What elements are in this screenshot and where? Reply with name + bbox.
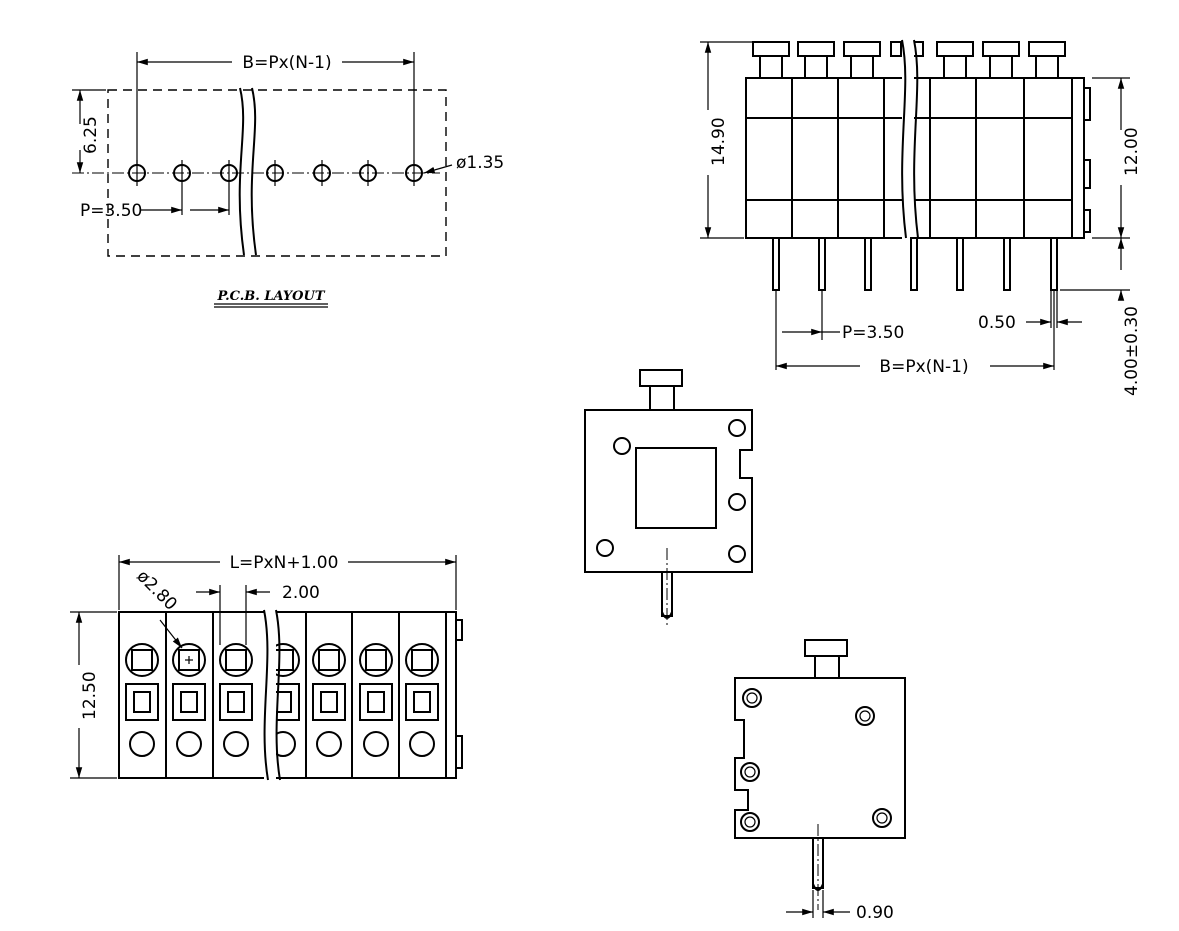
pcb-break-line — [250, 87, 257, 256]
side-pin-width-label: 0.90 — [856, 903, 894, 923]
front-view: 14.90 12.00 4.00±0.30 P=3.50 0.50 B=Px(N… — [700, 39, 1142, 396]
pcb-break-line — [238, 87, 245, 256]
front-body-height-label: 12.00 — [1122, 127, 1142, 176]
front-height-label: 14.90 — [709, 117, 729, 166]
top-hole-dia-label: ø2.80 — [132, 566, 180, 614]
front-pitch-label: P=3.50 — [842, 323, 904, 343]
top-length-label: L=PxN+1.00 — [230, 553, 339, 573]
side-view-upper — [584, 369, 753, 628]
top-view: L=PxN+1.00 ø2.80 2.00 12.50 — [70, 553, 463, 782]
front-pitch-span-label: B=Px(N-1) — [879, 357, 968, 377]
side-view-lower: 0.90 — [734, 639, 906, 923]
pcb-row-offset-label: 6.25 — [81, 116, 101, 154]
side-lower-body — [734, 677, 906, 839]
pcb-layout-view: B=Px(N-1) 6.25 ø1.35 P=3.50 P.C.B. LAYOU… — [72, 52, 504, 308]
front-pin-width-label: 0.50 — [978, 313, 1016, 333]
top-wire-holes — [125, 643, 439, 677]
pcb-pitch-label: P=3.50 — [80, 201, 142, 221]
side-upper-window — [635, 447, 717, 529]
pcb-layout-title: P.C.B. LAYOUT — [216, 289, 325, 304]
top-release-slots — [125, 683, 439, 721]
front-pin-length-label: 4.00±0.30 — [1122, 306, 1142, 396]
pcb-pitch-span-label: B=Px(N-1) — [242, 53, 331, 73]
side-upper-body — [584, 409, 753, 573]
front-pins — [772, 237, 1058, 291]
pcb-hole-dia-label: ø1.35 — [456, 153, 504, 173]
top-test-holes — [129, 731, 435, 757]
pcb-outline — [107, 89, 447, 257]
top-depth-label: 12.50 — [80, 671, 100, 720]
top-slot-width-label: 2.00 — [282, 583, 320, 603]
